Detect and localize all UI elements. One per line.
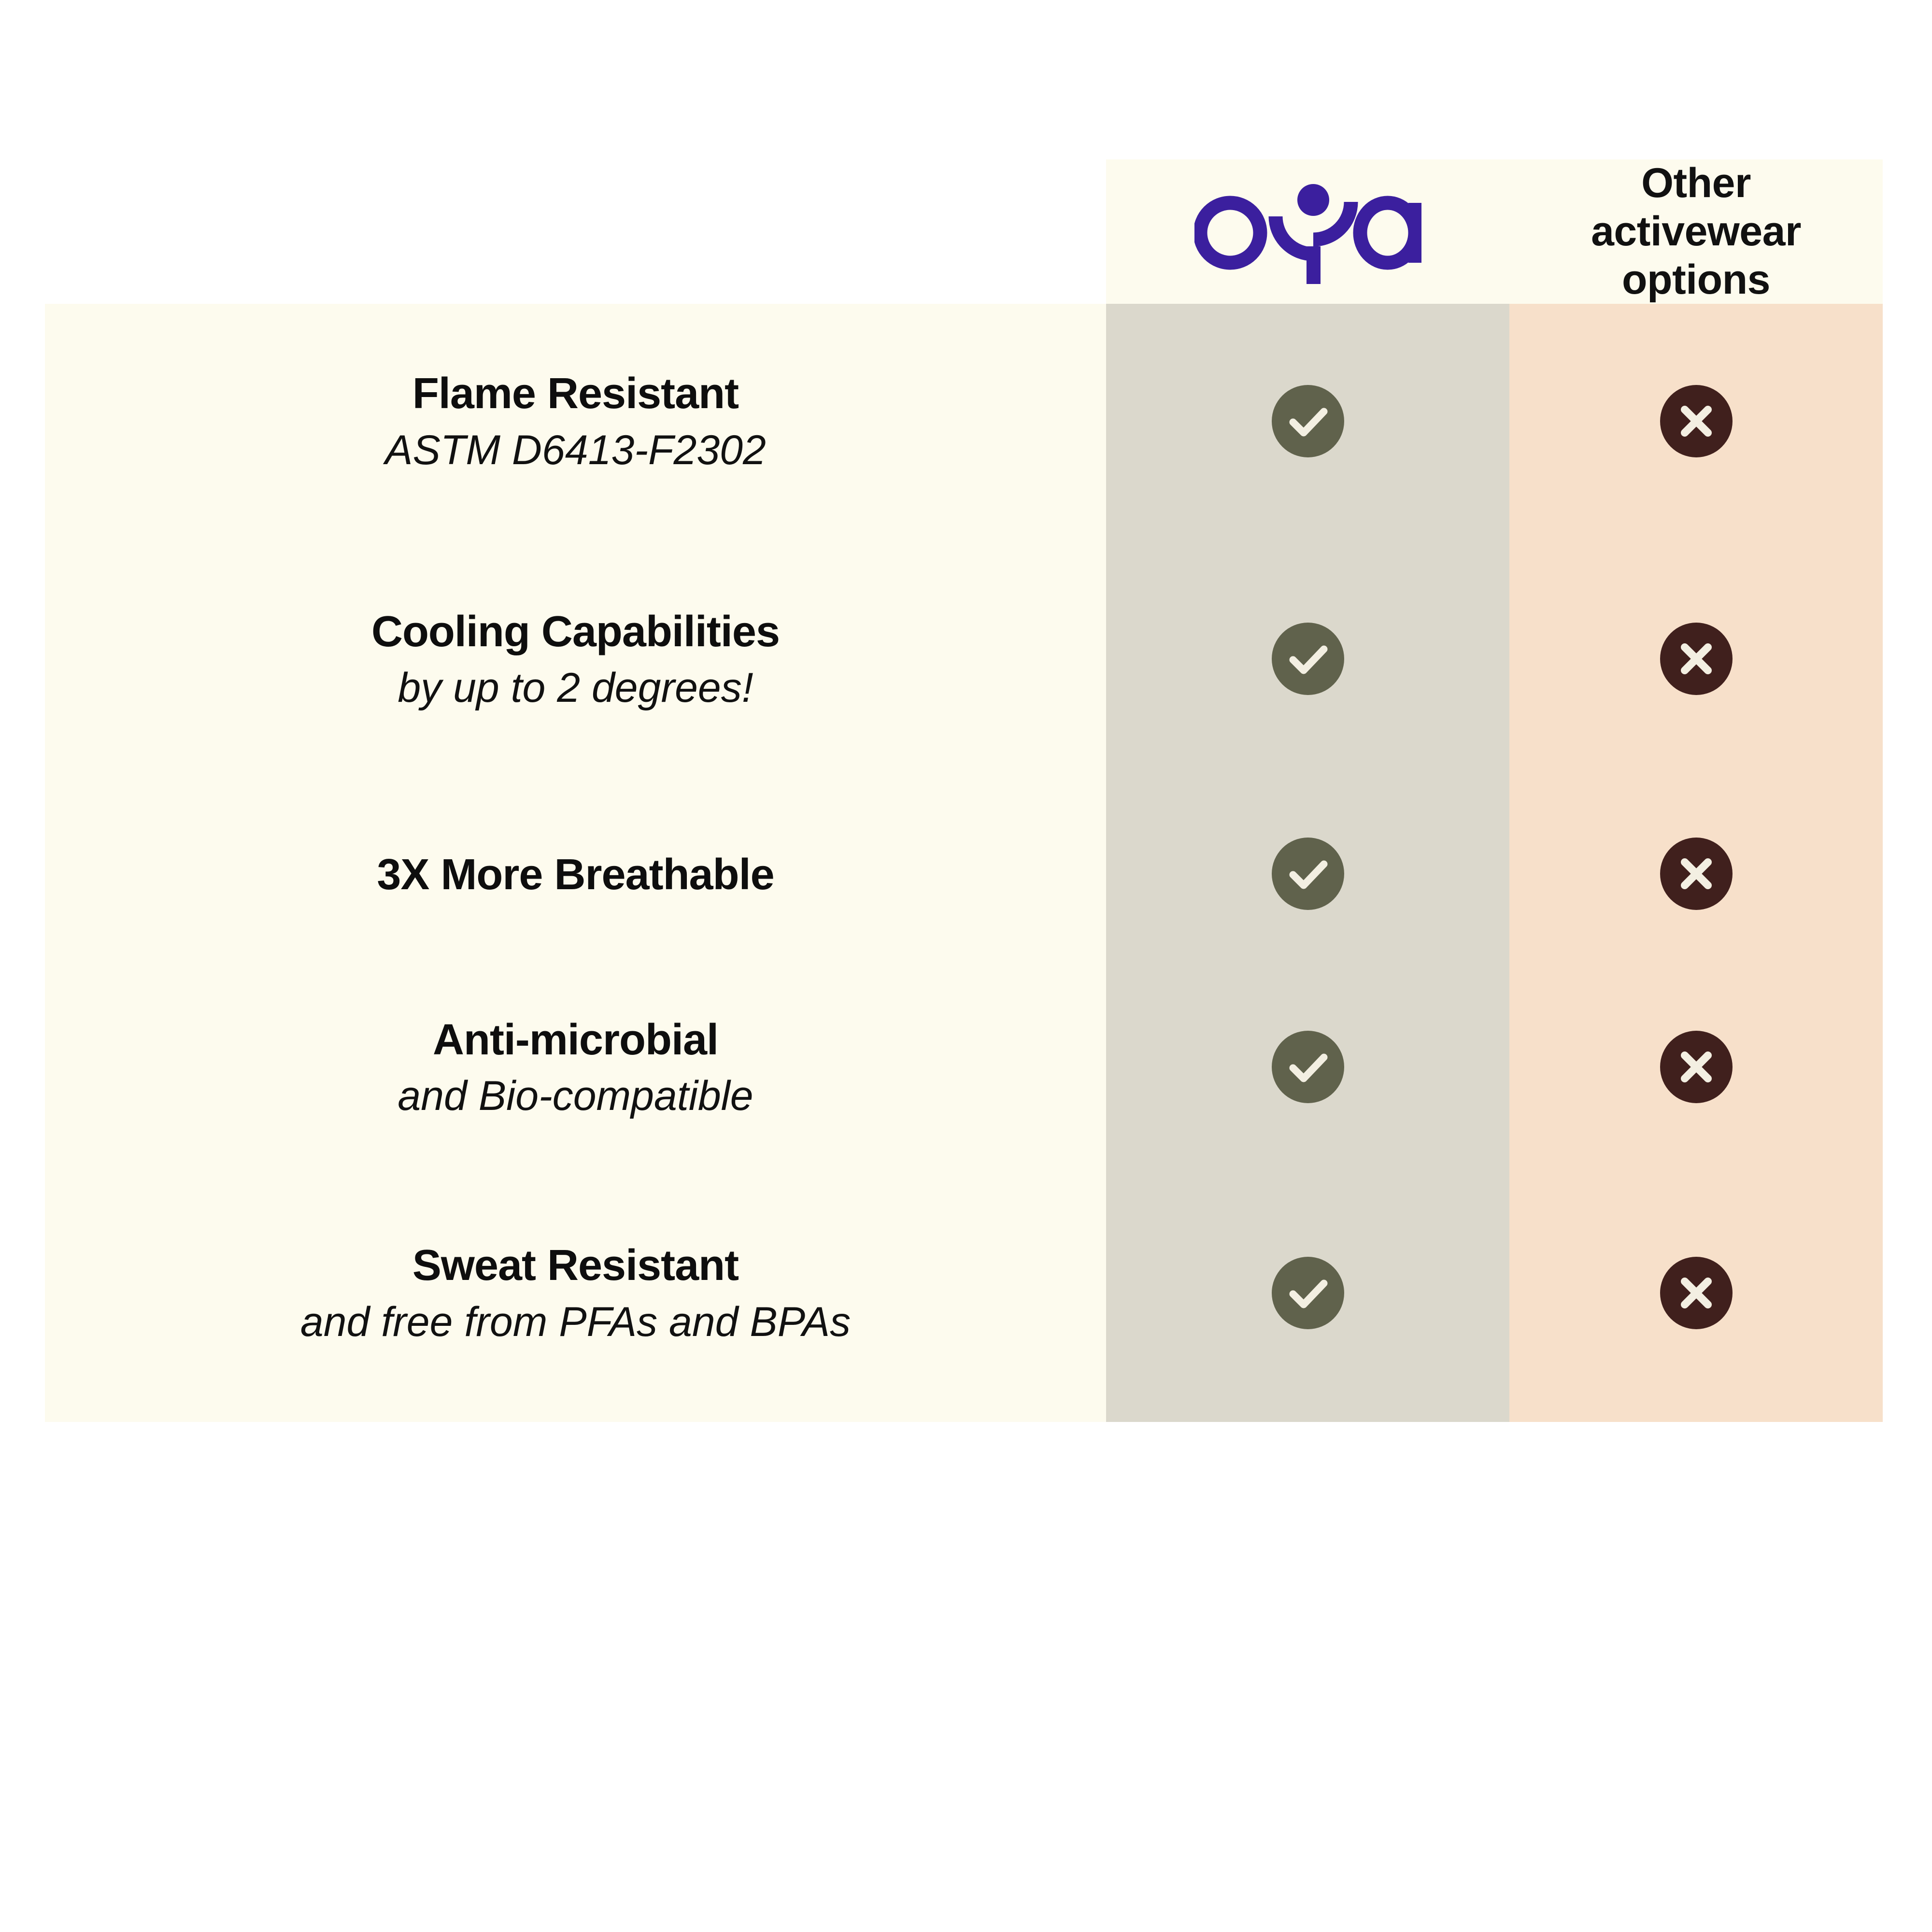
oya-logo-icon bbox=[1106, 179, 1509, 285]
feature-subtitle: and free from PFAs and BPAs bbox=[300, 1298, 851, 1345]
table-row: Sweat Resistant and free from PFAs and B… bbox=[45, 1166, 1883, 1422]
feature-title: Anti-microbial bbox=[432, 1015, 719, 1064]
table-header: Other activewear options bbox=[45, 159, 1883, 304]
cross-circle-icon bbox=[1660, 1031, 1733, 1104]
header-row: Other activewear options bbox=[45, 159, 1883, 304]
table-row: 3X More Breathable bbox=[45, 780, 1883, 971]
header-blank-cell bbox=[45, 159, 1106, 304]
check-circle-icon bbox=[1271, 623, 1344, 696]
brand-status-cell bbox=[1106, 540, 1509, 780]
feature-subtitle: and Bio-compatible bbox=[398, 1073, 753, 1120]
other-status-cell bbox=[1509, 970, 1883, 1166]
feature-title: Flame Resistant bbox=[412, 369, 739, 418]
header-other-label: Other activewear options bbox=[1509, 159, 1883, 304]
check-circle-icon bbox=[1271, 838, 1344, 910]
brand-status-cell bbox=[1106, 1166, 1509, 1422]
cross-circle-icon bbox=[1660, 623, 1733, 696]
cross-circle-icon bbox=[1660, 384, 1733, 457]
header-other-line-1: Other bbox=[1641, 160, 1751, 206]
feature-cell: Cooling Capabilities by up to 2 degrees! bbox=[45, 540, 1106, 780]
header-other-cell: Other activewear options bbox=[1509, 159, 1883, 304]
feature-cell: Flame Resistant ASTM D6413-F2302 bbox=[45, 304, 1106, 541]
header-other-line-3: options bbox=[1622, 256, 1771, 303]
feature-title: 3X More Breathable bbox=[377, 851, 774, 899]
feature-comparison-table: Other activewear options Flame Resistant… bbox=[45, 159, 1883, 1422]
header-other-line-2: activewear bbox=[1591, 208, 1801, 255]
feature-cell: 3X More Breathable bbox=[45, 780, 1106, 971]
cross-circle-icon bbox=[1660, 1256, 1733, 1329]
table-body: Flame Resistant ASTM D6413-F2302 bbox=[45, 304, 1883, 1422]
brand-status-cell bbox=[1106, 970, 1509, 1166]
feature-subtitle: ASTM D6413-F2302 bbox=[385, 426, 766, 473]
other-status-cell bbox=[1509, 540, 1883, 780]
check-circle-icon bbox=[1271, 1256, 1344, 1329]
feature-title: Cooling Capabilities bbox=[371, 607, 780, 656]
table-row: Anti-microbial and Bio-compatible bbox=[45, 970, 1883, 1166]
feature-title: Sweat Resistant bbox=[412, 1241, 739, 1290]
table-row: Cooling Capabilities by up to 2 degrees! bbox=[45, 540, 1883, 780]
other-status-cell bbox=[1509, 780, 1883, 971]
cross-circle-icon bbox=[1660, 838, 1733, 910]
brand-status-cell bbox=[1106, 304, 1509, 541]
feature-subtitle: by up to 2 degrees! bbox=[398, 665, 753, 711]
other-status-cell bbox=[1509, 1166, 1883, 1422]
feature-cell: Sweat Resistant and free from PFAs and B… bbox=[45, 1166, 1106, 1422]
feature-cell: Anti-microbial and Bio-compatible bbox=[45, 970, 1106, 1166]
check-circle-icon bbox=[1271, 384, 1344, 457]
header-brand-cell bbox=[1106, 159, 1509, 304]
other-status-cell bbox=[1509, 304, 1883, 541]
table-row: Flame Resistant ASTM D6413-F2302 bbox=[45, 304, 1883, 541]
check-circle-icon bbox=[1271, 1031, 1344, 1104]
brand-status-cell bbox=[1106, 780, 1509, 971]
